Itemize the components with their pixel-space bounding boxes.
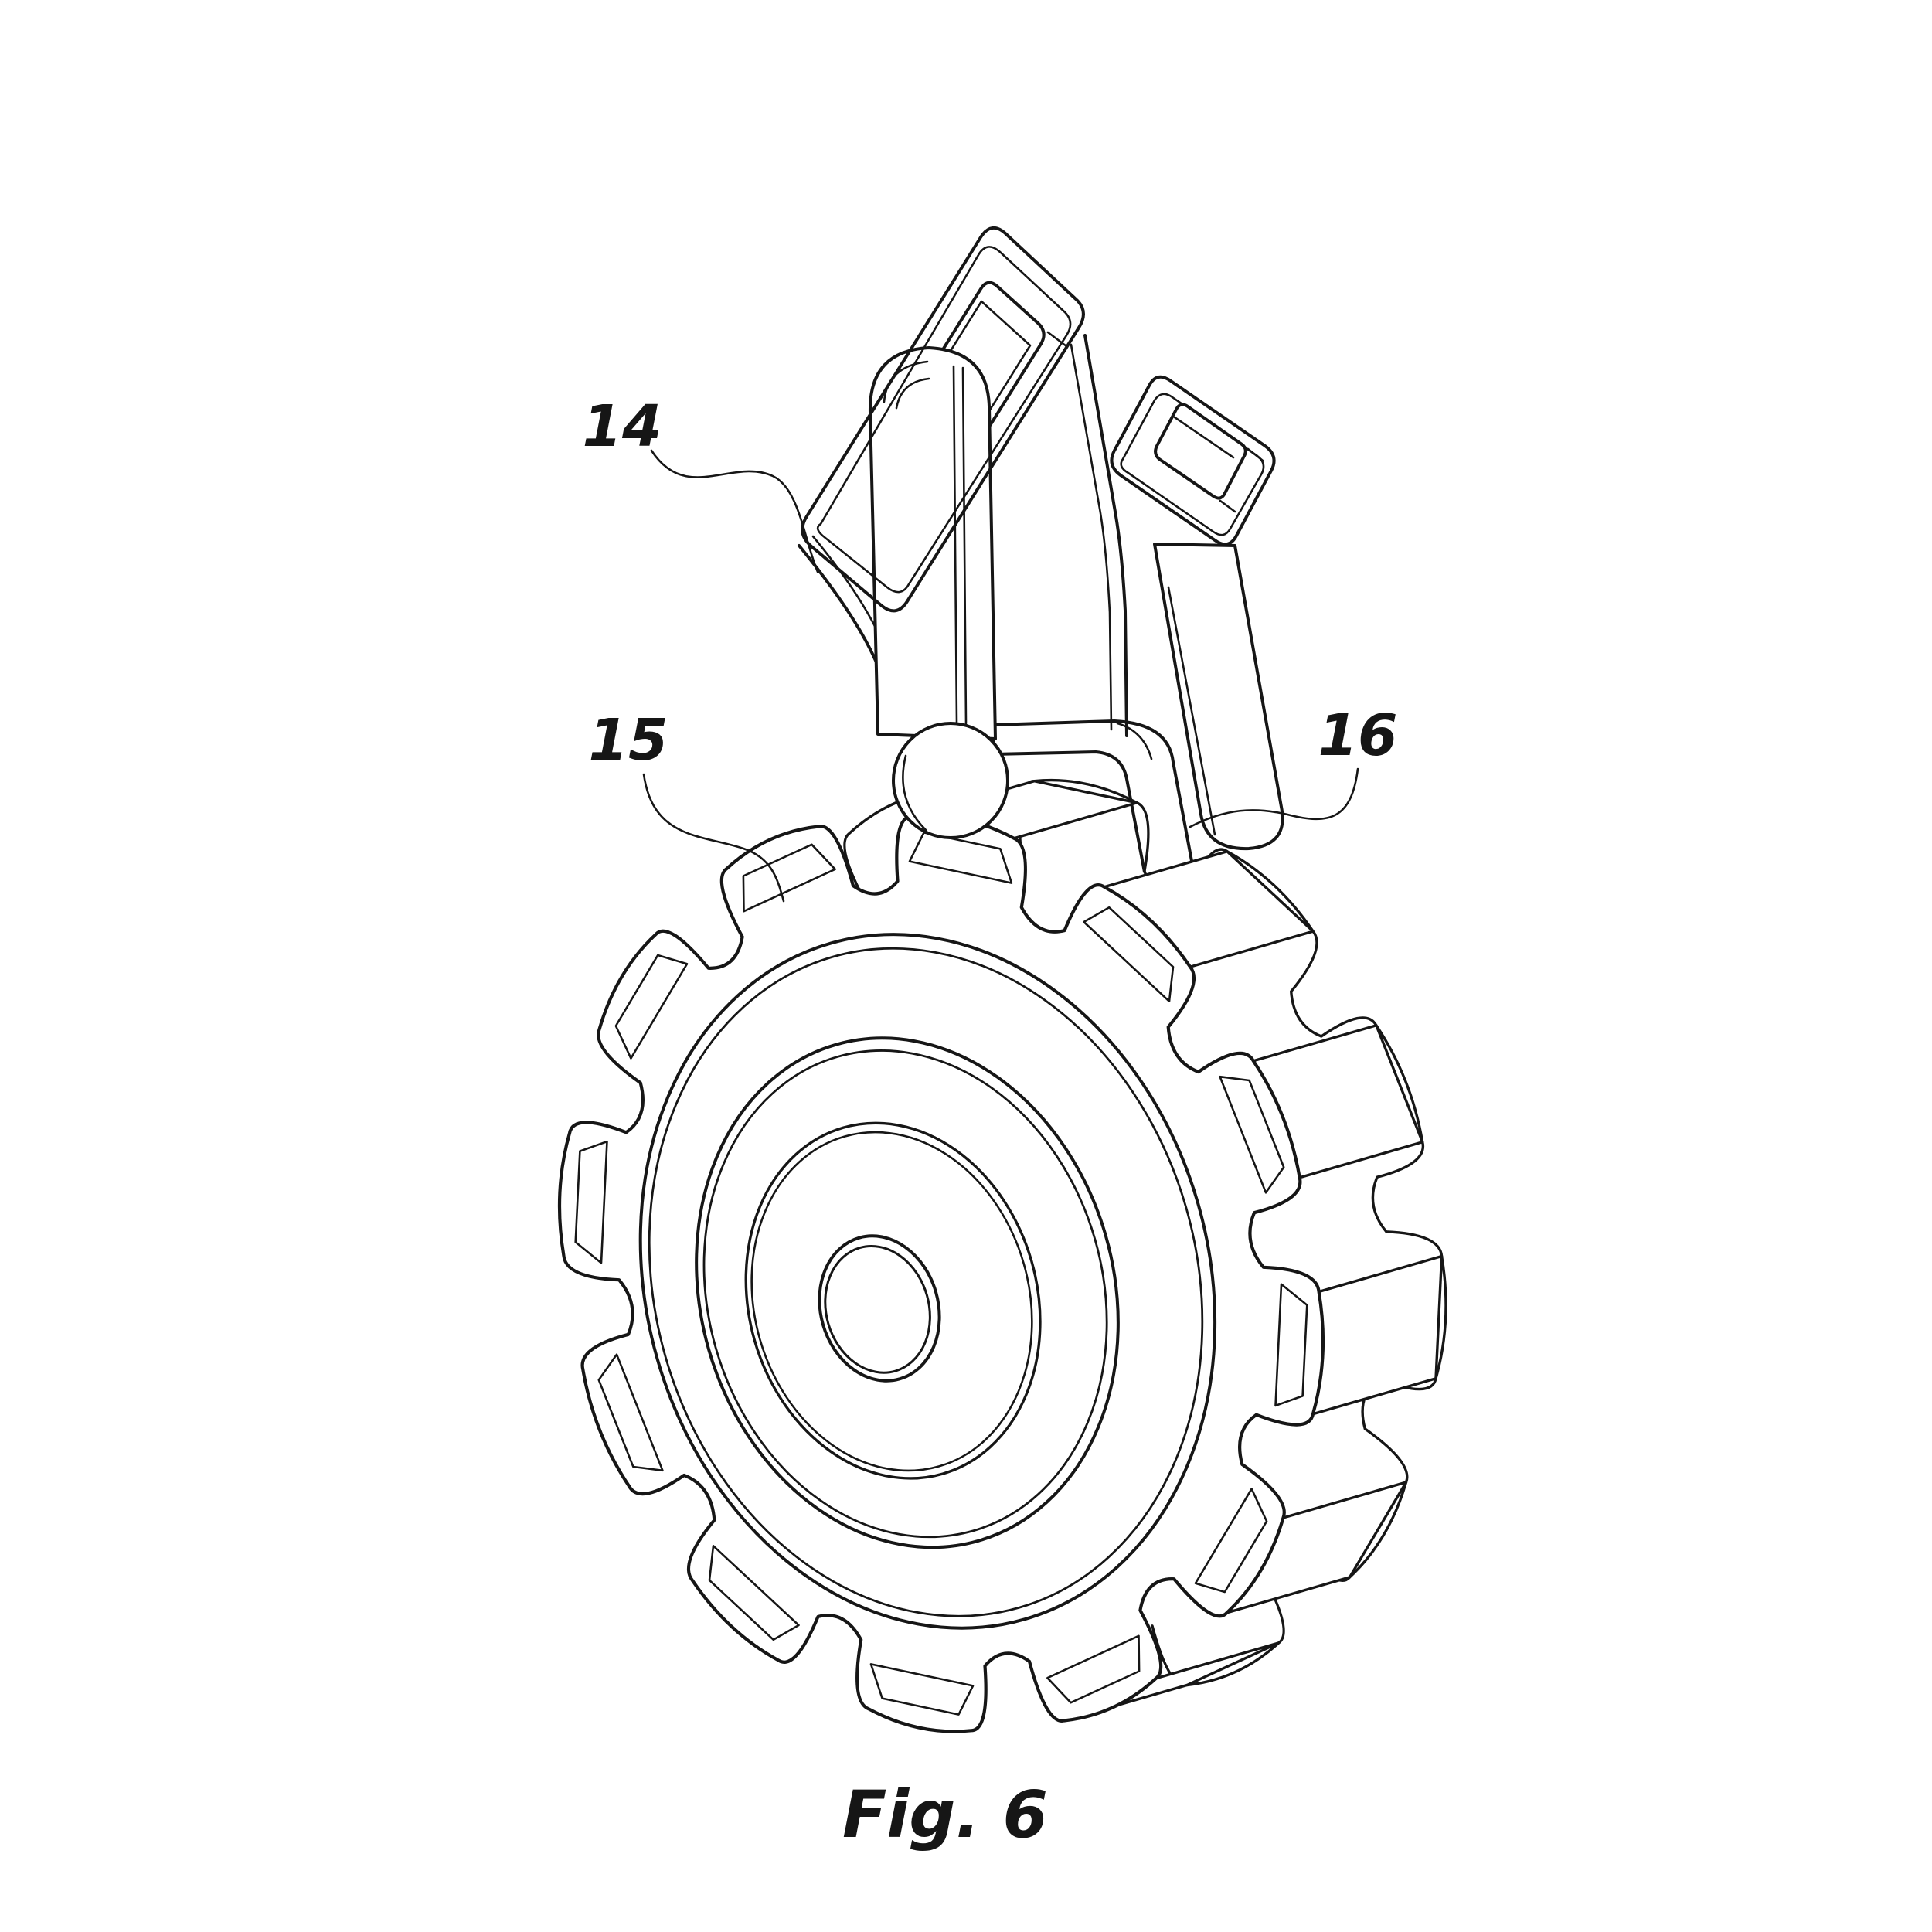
axle-rod-elbow-seam: [1116, 722, 1153, 760]
reference-label-16: 16: [1318, 702, 1398, 769]
clip-small-prong: [1154, 403, 1247, 500]
clip-small-prong-depth-edges: [1173, 416, 1264, 513]
mounting-clip: [798, 226, 1276, 839]
wheel: [557, 778, 1447, 1733]
wheel-dish-ring: [744, 1121, 1042, 1480]
wheel-tread-barrel: [805, 845, 1389, 1663]
wheel-lug-bevel: [708, 1545, 800, 1641]
pin-dome-arc-2: [895, 377, 930, 410]
wheel-lug-bevel: [597, 1353, 664, 1472]
figure-caption: Fig. 6: [842, 1777, 1048, 1852]
leader-line-15: [642, 773, 785, 903]
wheel-lug-bevel: [1219, 1075, 1285, 1194]
wheel-lug-bevel: [1194, 1488, 1268, 1594]
reference-label-15: 15: [589, 707, 668, 774]
annotations: 14 15 16 Fig. 6: [583, 393, 1398, 1852]
wheel-dish-ring-inner-edge: [750, 1131, 1033, 1472]
leader-line-16: [1189, 767, 1359, 828]
wheel-lug-bevel: [869, 1663, 975, 1716]
wheel-lug-bevel: [1046, 1634, 1141, 1704]
clip-right-arm: [1153, 543, 1284, 851]
wheel-lug-bevel: [1083, 906, 1175, 1002]
wheel-front-rim: [557, 814, 1325, 1733]
wheel-sidewall-mid-ring: [695, 1036, 1120, 1549]
wheel-lug-bevel: [742, 843, 836, 913]
clip-funnel-right-edge: [1083, 334, 1128, 737]
wheel-hub-bore-outer: [818, 1234, 941, 1383]
reference-label-14: 14: [583, 393, 662, 460]
clip-main-cup-outer: [801, 226, 1085, 613]
wheel-sidewall-outer-ring-inner-edge: [648, 947, 1204, 1617]
wheel-hub-bore: [824, 1244, 931, 1374]
clip-small-cup-inner: [1120, 393, 1265, 536]
clip-funnel-right-inner-edge: [1070, 343, 1113, 731]
ball-joint: [892, 722, 1009, 839]
leader-line-14: [650, 449, 819, 573]
wheel-lug-bevel: [908, 832, 1013, 884]
wheel-sidewall-outer-ring: [638, 933, 1217, 1630]
wheel-sidewall-mid-ring-inner-edge: [702, 1049, 1108, 1539]
wheel-lug-bevel: [614, 954, 689, 1060]
wheel-lug-bevel: [1274, 1283, 1308, 1407]
ball-joint-shade-arc: [902, 754, 927, 832]
clip-main-cup-inner: [816, 246, 1072, 594]
clip-right-arm-edge: [1167, 586, 1216, 836]
clip-right-arm-outline: [1153, 543, 1284, 851]
wheel-lug-bevel: [574, 1140, 608, 1264]
pin-highlight-lines: [952, 365, 968, 725]
